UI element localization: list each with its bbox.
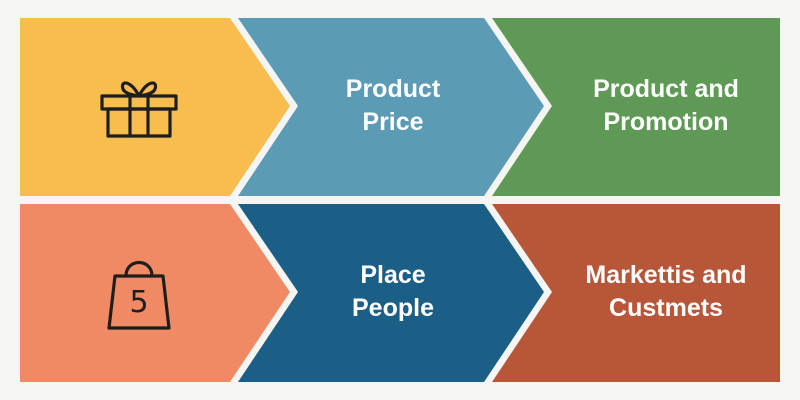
product-price-line2: Price xyxy=(362,108,424,136)
product-and-promotion-label: Product and Promotion xyxy=(552,70,780,142)
product-and-promotion-line2: Promotion xyxy=(603,108,729,136)
markettis-and-custmets-line2: Custmets xyxy=(609,294,723,322)
row1-segment2-chevron xyxy=(238,18,544,196)
markettis-and-custmets-line1: Markettis and xyxy=(585,261,747,289)
shopping-bag-number: 5 xyxy=(129,285,149,320)
place-people-line2: People xyxy=(352,294,434,322)
markettis-and-custmets-label: Markettis and Custmets xyxy=(552,256,780,328)
row1-segment1-block xyxy=(20,18,290,196)
place-people-line1: Place xyxy=(360,261,426,289)
product-price-line1: Product xyxy=(345,75,441,103)
product-price-label: Product Price xyxy=(298,70,488,142)
product-and-promotion-line1: Product and xyxy=(593,75,739,103)
gift-icon xyxy=(100,81,178,138)
row2-segment3-block xyxy=(492,204,780,382)
row2-segment1-block xyxy=(20,204,290,382)
row1-segment3-block xyxy=(492,18,780,196)
place-people-label: Place People xyxy=(298,256,488,328)
row2-segment2-chevron xyxy=(238,204,544,382)
shopping-bag-icon: 5 xyxy=(104,254,174,334)
